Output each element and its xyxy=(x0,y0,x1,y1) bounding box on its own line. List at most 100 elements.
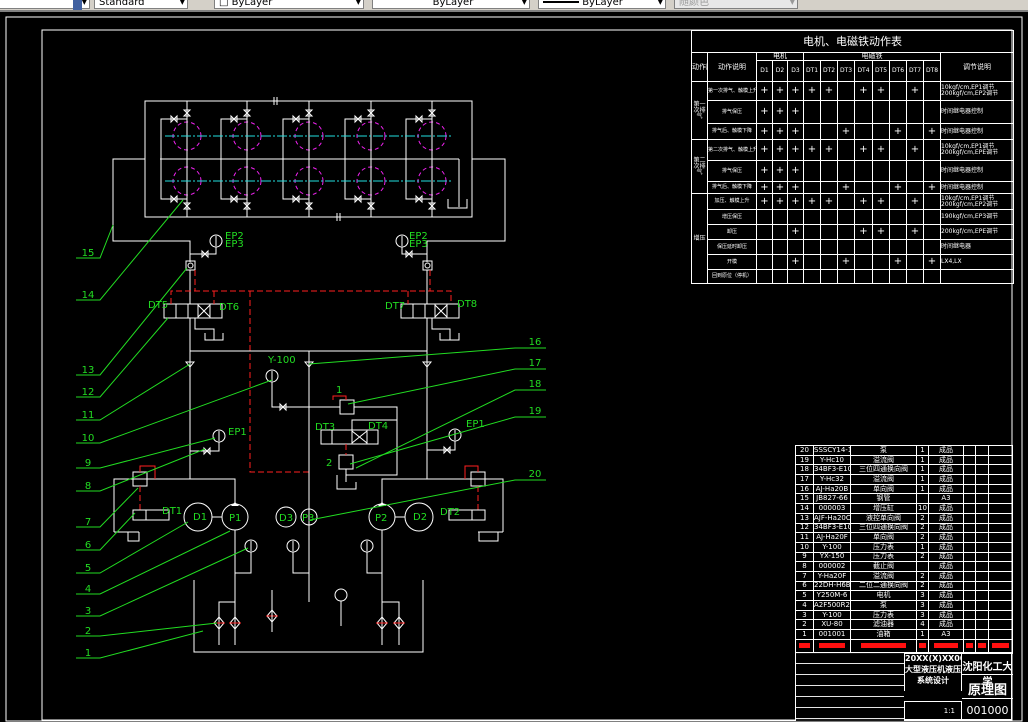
table-row: 卸压++++200kgf/cm,EPE调节 xyxy=(692,224,1015,240)
part-qty: 10 xyxy=(916,503,929,514)
mark-cell: + xyxy=(787,181,804,194)
mark-cell xyxy=(854,123,873,140)
mark-cell: + xyxy=(756,81,773,101)
mark-cell xyxy=(872,239,890,255)
row-description: 排气保压 xyxy=(707,100,757,124)
empty-cell xyxy=(963,600,976,611)
part-material: 成品 xyxy=(928,454,964,466)
leader-line xyxy=(76,487,139,528)
mark-cell xyxy=(923,81,941,101)
mark-cell: + xyxy=(923,123,941,140)
group-label: 第二次排气 xyxy=(691,139,708,194)
part-number-label: 17 xyxy=(529,358,542,369)
project-title: 20XX(X)XX00大型液压机液压系统设计 xyxy=(904,653,962,691)
part-qty: 2 xyxy=(916,522,929,534)
label-dt5: DT5 xyxy=(148,300,168,311)
part-number: 15 xyxy=(795,493,814,505)
part-code: XU-80 xyxy=(813,619,851,631)
mark-cell xyxy=(803,100,821,124)
part-qty: 2 xyxy=(916,570,929,582)
mark-cell xyxy=(923,193,941,210)
part-code: 34BF3-E10B-T xyxy=(813,522,851,534)
column-header: DT4 xyxy=(854,60,873,82)
mark-cell xyxy=(820,254,838,270)
mark-cell xyxy=(820,269,838,284)
empty-cell xyxy=(963,541,976,553)
mark-cell xyxy=(803,123,821,140)
part-qty: 4 xyxy=(916,619,929,631)
mark-cell: + xyxy=(772,81,788,101)
column-header: DT8 xyxy=(923,60,941,82)
mark-cell xyxy=(756,209,773,225)
linetype-dropdown[interactable]: ByLayer▼ xyxy=(372,0,530,9)
mark-cell: + xyxy=(820,139,838,161)
column-header: DT2 xyxy=(820,60,838,82)
empty-cell xyxy=(988,551,1013,563)
mark-cell xyxy=(854,209,873,225)
mark-cell: + xyxy=(872,81,890,101)
color-dropdown[interactable]: □ ByLayer▼ xyxy=(214,0,364,9)
text-style-icon[interactable] xyxy=(73,0,82,10)
part-name: 三位四通换向阀 xyxy=(850,522,917,534)
empty-cell xyxy=(988,464,1013,476)
empty-cell xyxy=(975,532,989,543)
part-code: AJ-Ha20B xyxy=(813,483,851,495)
part-qty: 2 xyxy=(916,512,929,524)
lineweight-dropdown[interactable]: ByLayer▼ xyxy=(538,0,666,9)
plot-style-dropdown[interactable]: 随颜色▼ xyxy=(674,0,798,9)
mark-cell xyxy=(803,239,821,255)
mark-cell xyxy=(906,239,924,255)
empty-cell xyxy=(988,580,1013,592)
row-note: 时间继电器 xyxy=(939,239,1015,255)
part-material: 成品 xyxy=(928,445,964,456)
part-name: 截止阀 xyxy=(850,561,917,572)
text-style-dropdown[interactable]: Standard▼ xyxy=(94,0,188,9)
mark-cell xyxy=(872,160,890,182)
mark-cell xyxy=(906,209,924,225)
leader-line xyxy=(76,448,206,492)
mark-cell xyxy=(756,224,773,240)
redacted-header xyxy=(798,642,811,648)
leader-line xyxy=(76,267,188,376)
style-dropdown-left[interactable]: ▼ xyxy=(0,0,90,9)
label-valve-2: 2 xyxy=(326,458,332,469)
mark-cell xyxy=(772,224,788,240)
mark-cell xyxy=(803,160,821,182)
empty-cell xyxy=(975,580,989,592)
empty-cell xyxy=(988,445,1013,456)
mark-cell xyxy=(820,100,838,124)
part-number-label: 15 xyxy=(82,248,95,259)
row-note: 200kgf/cm,EPE调节 xyxy=(939,224,1015,240)
mark-cell xyxy=(803,209,821,225)
empty-cell xyxy=(963,532,976,543)
mark-cell xyxy=(872,209,890,225)
mark-cell xyxy=(837,81,855,101)
empty-cell xyxy=(963,609,976,621)
part-name: 单向阀 xyxy=(850,532,917,543)
mark-cell xyxy=(872,269,890,284)
row-description: 加压、触模上升 xyxy=(707,193,757,210)
empty-cell xyxy=(963,503,976,514)
mark-cell xyxy=(772,254,788,270)
pilot-check-valve-left xyxy=(185,260,196,271)
part-name: 三位四通换向阀 xyxy=(850,464,917,476)
parts-row: 4A2F500R2P3泵3成品 xyxy=(795,600,1013,611)
pressure-gauge-ep2-right xyxy=(395,234,427,259)
part-material: A3 xyxy=(928,629,964,640)
empty-cell xyxy=(975,570,989,582)
leader-line xyxy=(355,389,546,469)
mark-cell xyxy=(889,81,907,101)
part-qty: 3 xyxy=(916,600,929,611)
part-material: 成品 xyxy=(928,570,964,582)
row-note: 10kgf/cm,EP1调节 200kgf/cm,EP2调节 xyxy=(939,81,1015,101)
header-solenoid: 电磁铁 xyxy=(803,52,941,61)
label-dt2: DT2 xyxy=(440,507,460,518)
